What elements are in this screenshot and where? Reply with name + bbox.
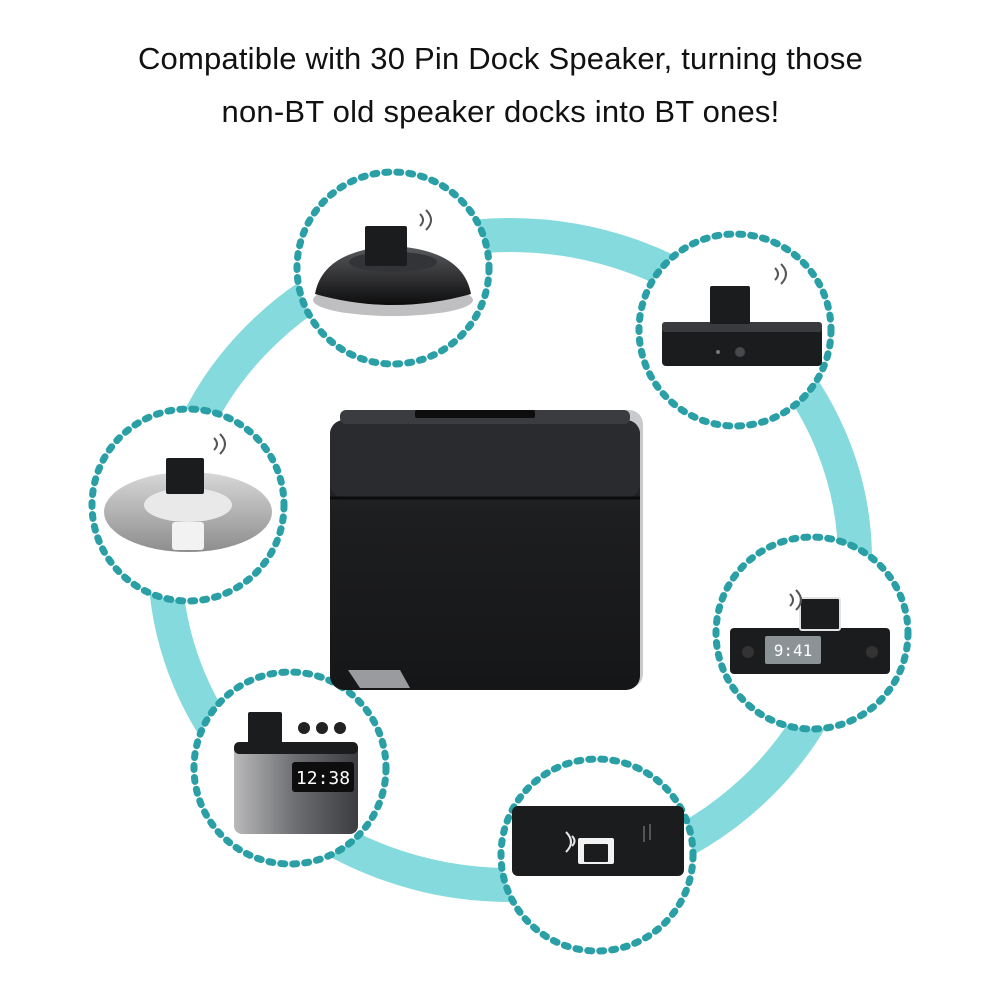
dotted-frame	[497, 755, 697, 955]
dotted-frame	[712, 533, 912, 733]
cube-clock-icon: 12:38	[234, 712, 358, 834]
alarm-clock-dock-speaker: 9:41	[712, 533, 912, 733]
cube-alarm-clock-speaker: 12:38	[190, 668, 390, 868]
dotted-frame	[293, 168, 493, 368]
bar-speaker-icon	[512, 806, 684, 876]
ring-dock-speaker	[88, 405, 288, 605]
wide-clock-display: 9:41	[774, 641, 813, 660]
bar-dock-speaker	[497, 755, 697, 955]
headline-line-2: non-BT old speaker docks into BT ones!	[221, 94, 780, 129]
headline: Compatible with 30 Pin Dock Speaker, tur…	[0, 32, 1001, 138]
flat-box-dock-speaker	[635, 230, 835, 430]
flat-speaker-icon	[662, 263, 822, 366]
dotted-frame	[635, 230, 835, 430]
bluetooth-30-pin-adapter	[330, 410, 643, 690]
round-dome-dock-speaker	[293, 168, 493, 368]
adapter-lid	[330, 420, 640, 498]
dotted-frame	[190, 668, 390, 868]
headline-line-1: Compatible with 30 Pin Dock Speaker, tur…	[137, 41, 864, 76]
dome-speaker-icon	[313, 209, 473, 316]
dock-connector-slot	[415, 410, 535, 418]
cube-clock-display: 12:38	[296, 768, 350, 789]
dotted-frame	[88, 405, 288, 605]
clock-radio-icon: 9:41	[730, 589, 890, 674]
adapter-corner-highlight	[348, 670, 410, 688]
ring-speaker-icon	[104, 433, 272, 552]
